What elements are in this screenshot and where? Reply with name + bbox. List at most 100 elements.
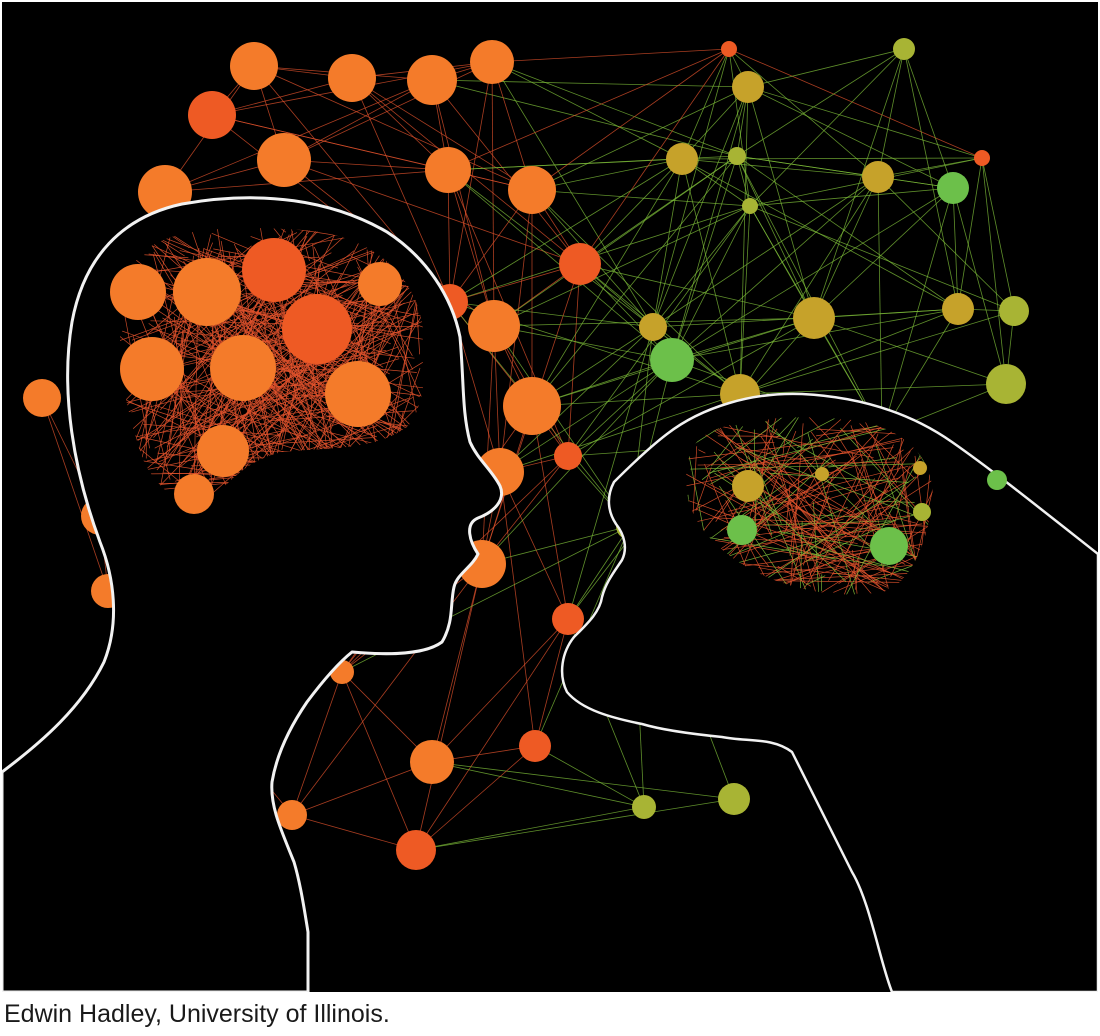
brain-edge: [737, 548, 872, 568]
network-edge: [579, 48, 730, 265]
network-edge: [739, 308, 959, 395]
network-node: [632, 795, 656, 819]
brain-node: [174, 474, 214, 514]
network-edge: [447, 169, 495, 327]
network-edge: [981, 157, 1015, 312]
network-edge: [652, 86, 749, 328]
network-node: [519, 730, 551, 762]
brain-edge: [784, 523, 923, 542]
brain-edge: [776, 417, 799, 439]
brain-edge: [727, 417, 802, 533]
image-credit: Edwin Hadley, University of Illinois.: [4, 1000, 390, 1028]
brain-edge: [686, 485, 740, 515]
network-edge: [431, 761, 645, 808]
network-node: [407, 55, 457, 105]
brain-edge: [809, 465, 864, 576]
brain-edge: [251, 400, 341, 449]
network-edge: [531, 158, 683, 191]
brain-edge: [694, 418, 909, 546]
network-edge: [531, 86, 749, 191]
brain-node: [358, 262, 402, 306]
brain-edge: [813, 533, 887, 593]
network-node: [277, 800, 307, 830]
brain-edge: [769, 472, 909, 483]
network-node: [999, 296, 1029, 326]
brain-edge: [341, 308, 385, 324]
network-edge: [283, 159, 449, 171]
brain-edge: [878, 512, 918, 524]
brain-edge: [203, 248, 424, 328]
network-edge: [671, 86, 749, 361]
network-node: [328, 54, 376, 102]
network-edge: [493, 205, 751, 327]
brain-edge: [243, 423, 273, 471]
network-node: [862, 161, 894, 193]
network-edge: [449, 61, 493, 303]
network-edge: [415, 798, 735, 851]
brain-node: [727, 515, 757, 545]
network-edge: [164, 169, 449, 193]
network-node: [732, 71, 764, 103]
brain-edge: [902, 474, 913, 550]
brain-edge: [230, 402, 256, 408]
network-edge: [449, 205, 751, 303]
brain-edge: [775, 538, 888, 588]
network-edge: [957, 157, 983, 310]
brain-edge: [861, 474, 920, 535]
network-edge: [499, 326, 654, 473]
brain-node: [110, 264, 166, 320]
brain-edge: [920, 421, 933, 555]
brain-edge: [209, 277, 376, 328]
network-edge: [579, 263, 815, 319]
brain-edge: [304, 424, 401, 454]
network-edge: [291, 671, 343, 816]
network-edge: [903, 48, 959, 310]
brain-edge: [777, 565, 812, 587]
network-edge: [681, 158, 879, 178]
brain-node: [120, 337, 184, 401]
network-edge: [739, 86, 749, 395]
network-node: [425, 147, 471, 193]
brain-edge: [751, 488, 847, 582]
brain-edge: [768, 503, 900, 535]
network-edge: [652, 205, 751, 328]
brain-edge: [698, 449, 706, 454]
brain-edge: [711, 426, 744, 467]
brain-edge: [711, 417, 772, 512]
brain-edge: [711, 425, 832, 514]
brain-node: [913, 503, 931, 521]
network-node: [508, 166, 556, 214]
network-edge: [813, 176, 879, 319]
brain-edge: [784, 437, 837, 534]
brain-edge: [182, 373, 298, 437]
network-edge: [671, 155, 738, 361]
brain-edge: [697, 461, 900, 466]
brain-edge: [805, 519, 897, 562]
brain-edge: [801, 454, 847, 537]
network-edge: [415, 745, 536, 851]
network-edge: [493, 325, 631, 527]
network-edge: [736, 155, 959, 310]
network-edge: [736, 155, 883, 435]
network-node: [396, 830, 436, 870]
network-edge: [164, 79, 433, 193]
network-node: [554, 442, 582, 470]
brain-edge: [704, 463, 751, 577]
network-edge: [671, 205, 751, 361]
network-node: [410, 740, 454, 784]
brain-edge: [888, 449, 904, 460]
network-edge: [736, 48, 905, 157]
network-node: [893, 38, 915, 60]
brain-edge: [817, 482, 904, 531]
network-edge: [749, 48, 905, 207]
network-edge: [567, 359, 673, 457]
network-edge: [652, 176, 879, 328]
network-node: [230, 42, 278, 90]
network-edge: [728, 48, 983, 159]
network-edge: [491, 61, 495, 327]
brain-edge: [139, 404, 354, 436]
network-edge: [415, 806, 645, 851]
network-edge: [351, 77, 451, 303]
network-edge: [567, 525, 631, 620]
network-edge: [531, 393, 741, 407]
